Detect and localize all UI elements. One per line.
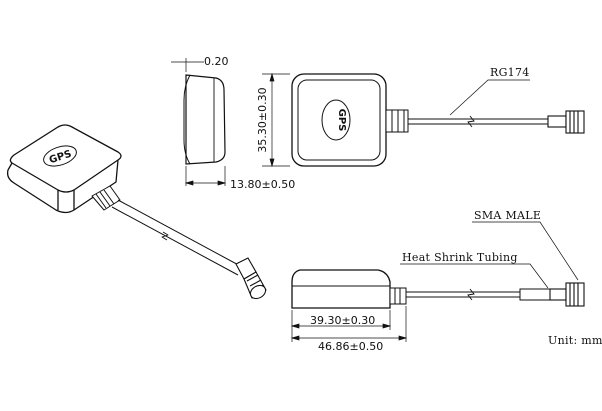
height-dimension-label: 35.30±0.30 (256, 87, 269, 152)
width-dimension-lines (290, 306, 408, 342)
iso-cable (111, 199, 245, 276)
iso-strain-relief (91, 185, 121, 211)
cable-type-label: RG174 (490, 66, 530, 79)
isometric-antenna-view (6, 124, 267, 300)
front-antenna-outline (291, 269, 391, 309)
front-strain-relief (389, 287, 407, 305)
iso-cable-break (161, 231, 169, 241)
depth-dimension-label: 13.80±0.50 (230, 178, 295, 191)
top-antenna-inner (297, 79, 381, 161)
side-dimension-lines (171, 58, 227, 186)
total-width-dimension-label: 46.86±0.50 (318, 340, 383, 353)
connector-leader-line (472, 221, 579, 281)
top-cable-break (467, 115, 475, 128)
cable-leader-line (449, 79, 530, 116)
thickness-dimension-label: 0.20 (204, 55, 229, 68)
iso-gps-logo-shape (43, 145, 77, 167)
unit-label: Unit: mm (548, 334, 602, 347)
top-gps-logo-text: GPS (336, 109, 347, 132)
iso-sma-connector (235, 257, 267, 300)
top-strain-relief (385, 109, 409, 133)
tubing-leader-line (400, 263, 549, 289)
side-profile-view (171, 58, 227, 186)
side-profile-outline (185, 74, 226, 165)
connector-type-label: SMA MALE (474, 209, 541, 222)
top-gps-logo-shape (321, 99, 351, 141)
front-view (290, 221, 585, 342)
height-dimension-lines (262, 72, 290, 168)
top-sma-connector (547, 110, 585, 134)
front-sma-connector (549, 282, 585, 307)
body-width-dimension-label: 39.30±0.30 (310, 314, 375, 327)
top-view (262, 72, 585, 168)
front-cable-break (467, 288, 475, 301)
heat-shrink-tubing (519, 288, 551, 301)
iso-antenna-side (6, 159, 119, 214)
tubing-label: Heat Shrink Tubing (402, 251, 518, 264)
